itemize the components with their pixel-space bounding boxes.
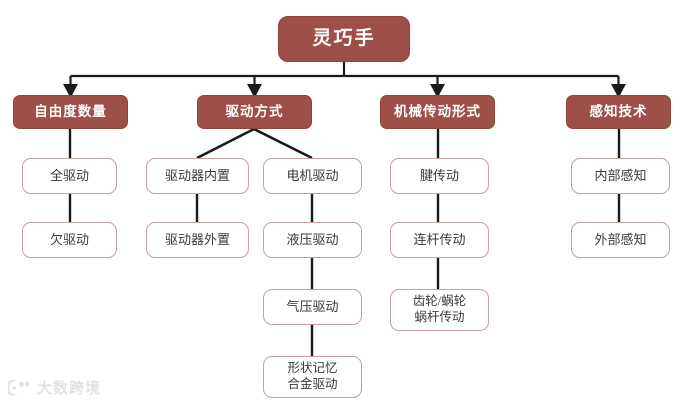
- watermark-text: 大数跨境: [37, 380, 102, 397]
- node-actuator-internal[interactable]: 驱动器内置: [146, 158, 249, 194]
- node-root[interactable]: 灵巧手: [278, 16, 410, 62]
- circle-logo-icon: [8, 379, 30, 396]
- watermark: 大数跨境: [8, 377, 101, 398]
- node-category-sensing[interactable]: 感知技术: [566, 95, 671, 129]
- edge-drive-method-to-actuator-internal: [196, 127, 255, 160]
- node-motor-drive[interactable]: 电机驱动: [263, 158, 362, 194]
- node-gear-worm-transmission[interactable]: 齿轮/蜗轮 蜗杆传动: [390, 289, 489, 331]
- node-category-transmission[interactable]: 机械传动形式: [380, 95, 495, 129]
- node-pneumatic-drive[interactable]: 气压驱动: [263, 289, 362, 325]
- node-category-dof[interactable]: 自由度数量: [13, 95, 128, 129]
- node-internal-sensing[interactable]: 内部感知: [571, 158, 670, 194]
- node-linkage-transmission[interactable]: 连杆传动: [390, 222, 489, 258]
- node-hydraulic-drive[interactable]: 液压驱动: [263, 222, 362, 258]
- edge-drive-method-to-motor-drive: [253, 127, 313, 160]
- node-tendon-transmission[interactable]: 腱传动: [390, 158, 489, 194]
- node-full-drive[interactable]: 全驱动: [22, 158, 117, 194]
- node-sma-drive[interactable]: 形状记忆 合金驱动: [263, 356, 362, 398]
- node-under-drive[interactable]: 欠驱动: [22, 222, 117, 258]
- node-actuator-external[interactable]: 驱动器外置: [146, 222, 249, 258]
- node-external-sensing[interactable]: 外部感知: [571, 222, 670, 258]
- node-category-drive-method[interactable]: 驱动方式: [197, 95, 312, 129]
